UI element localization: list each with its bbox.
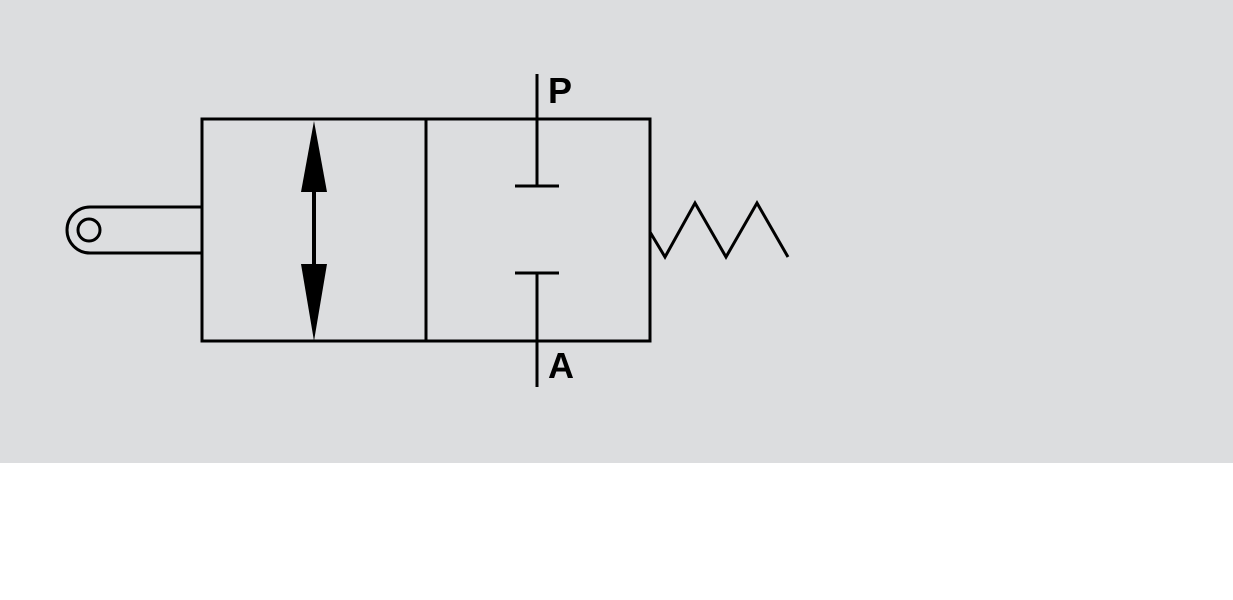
- spring-icon: [648, 199, 790, 261]
- valve-schematic: P A: [65, 70, 790, 387]
- outlet-port-label: A: [548, 345, 574, 386]
- diagram-background: [0, 0, 1233, 463]
- blank-area: [0, 463, 1233, 600]
- bidirectional-arrow-icon: [301, 121, 327, 341]
- pressure-port-label: P: [548, 70, 572, 111]
- roller-lever-icon: [65, 205, 202, 255]
